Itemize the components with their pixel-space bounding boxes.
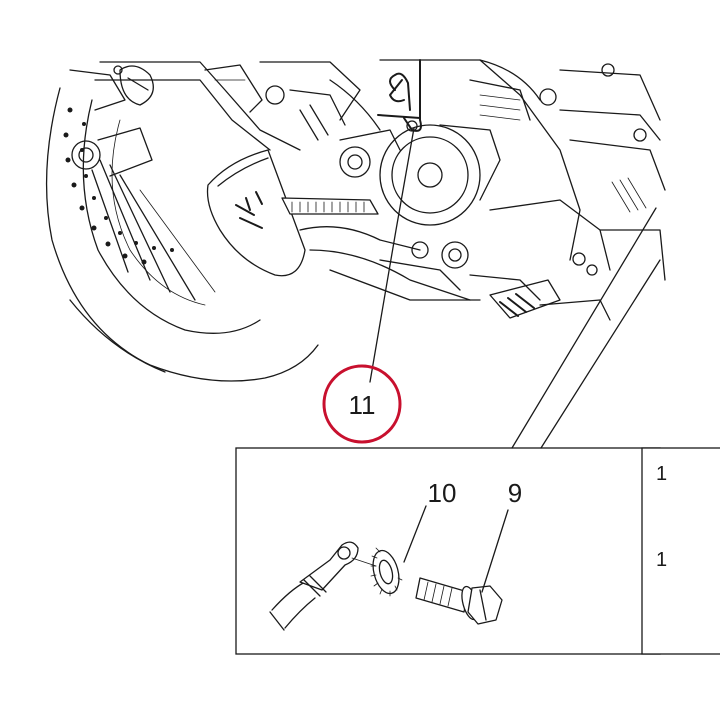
engine-case-illustration: [289, 59, 666, 301]
side-fragment-label-top: 1: [656, 463, 667, 485]
flange-bolt-illustration: [415, 577, 503, 625]
swingarm-illustration: [94, 61, 381, 151]
callout-10-leader: [403, 505, 427, 563]
side-inset-fragment-frame: [641, 447, 720, 655]
serrated-washer-illustration: [370, 547, 403, 597]
detail-inset-frame: [235, 447, 661, 655]
callout-11-label: 11: [349, 390, 376, 420]
callout-11-highlight-circle: [322, 364, 402, 444]
exhaust-heat-shield-illustration: [206, 149, 306, 277]
footpeg-illustration: [281, 197, 481, 301]
ground-cable-terminal-illustration: [269, 541, 359, 631]
ground-cable-illustration: [377, 59, 422, 132]
inset-leader-line: [511, 207, 661, 449]
side-fragment-label-bottom: 1: [656, 549, 667, 571]
rear-wheel-illustration: [45, 69, 319, 382]
callout-11-leader: [369, 127, 415, 383]
callout-10-label: 10: [428, 478, 457, 508]
assembly-alignment-line: [351, 557, 377, 567]
callout-9-leader: [481, 509, 509, 593]
shift-lever-linkage-illustration: [489, 279, 611, 321]
callout-9-label: 9: [508, 478, 522, 508]
